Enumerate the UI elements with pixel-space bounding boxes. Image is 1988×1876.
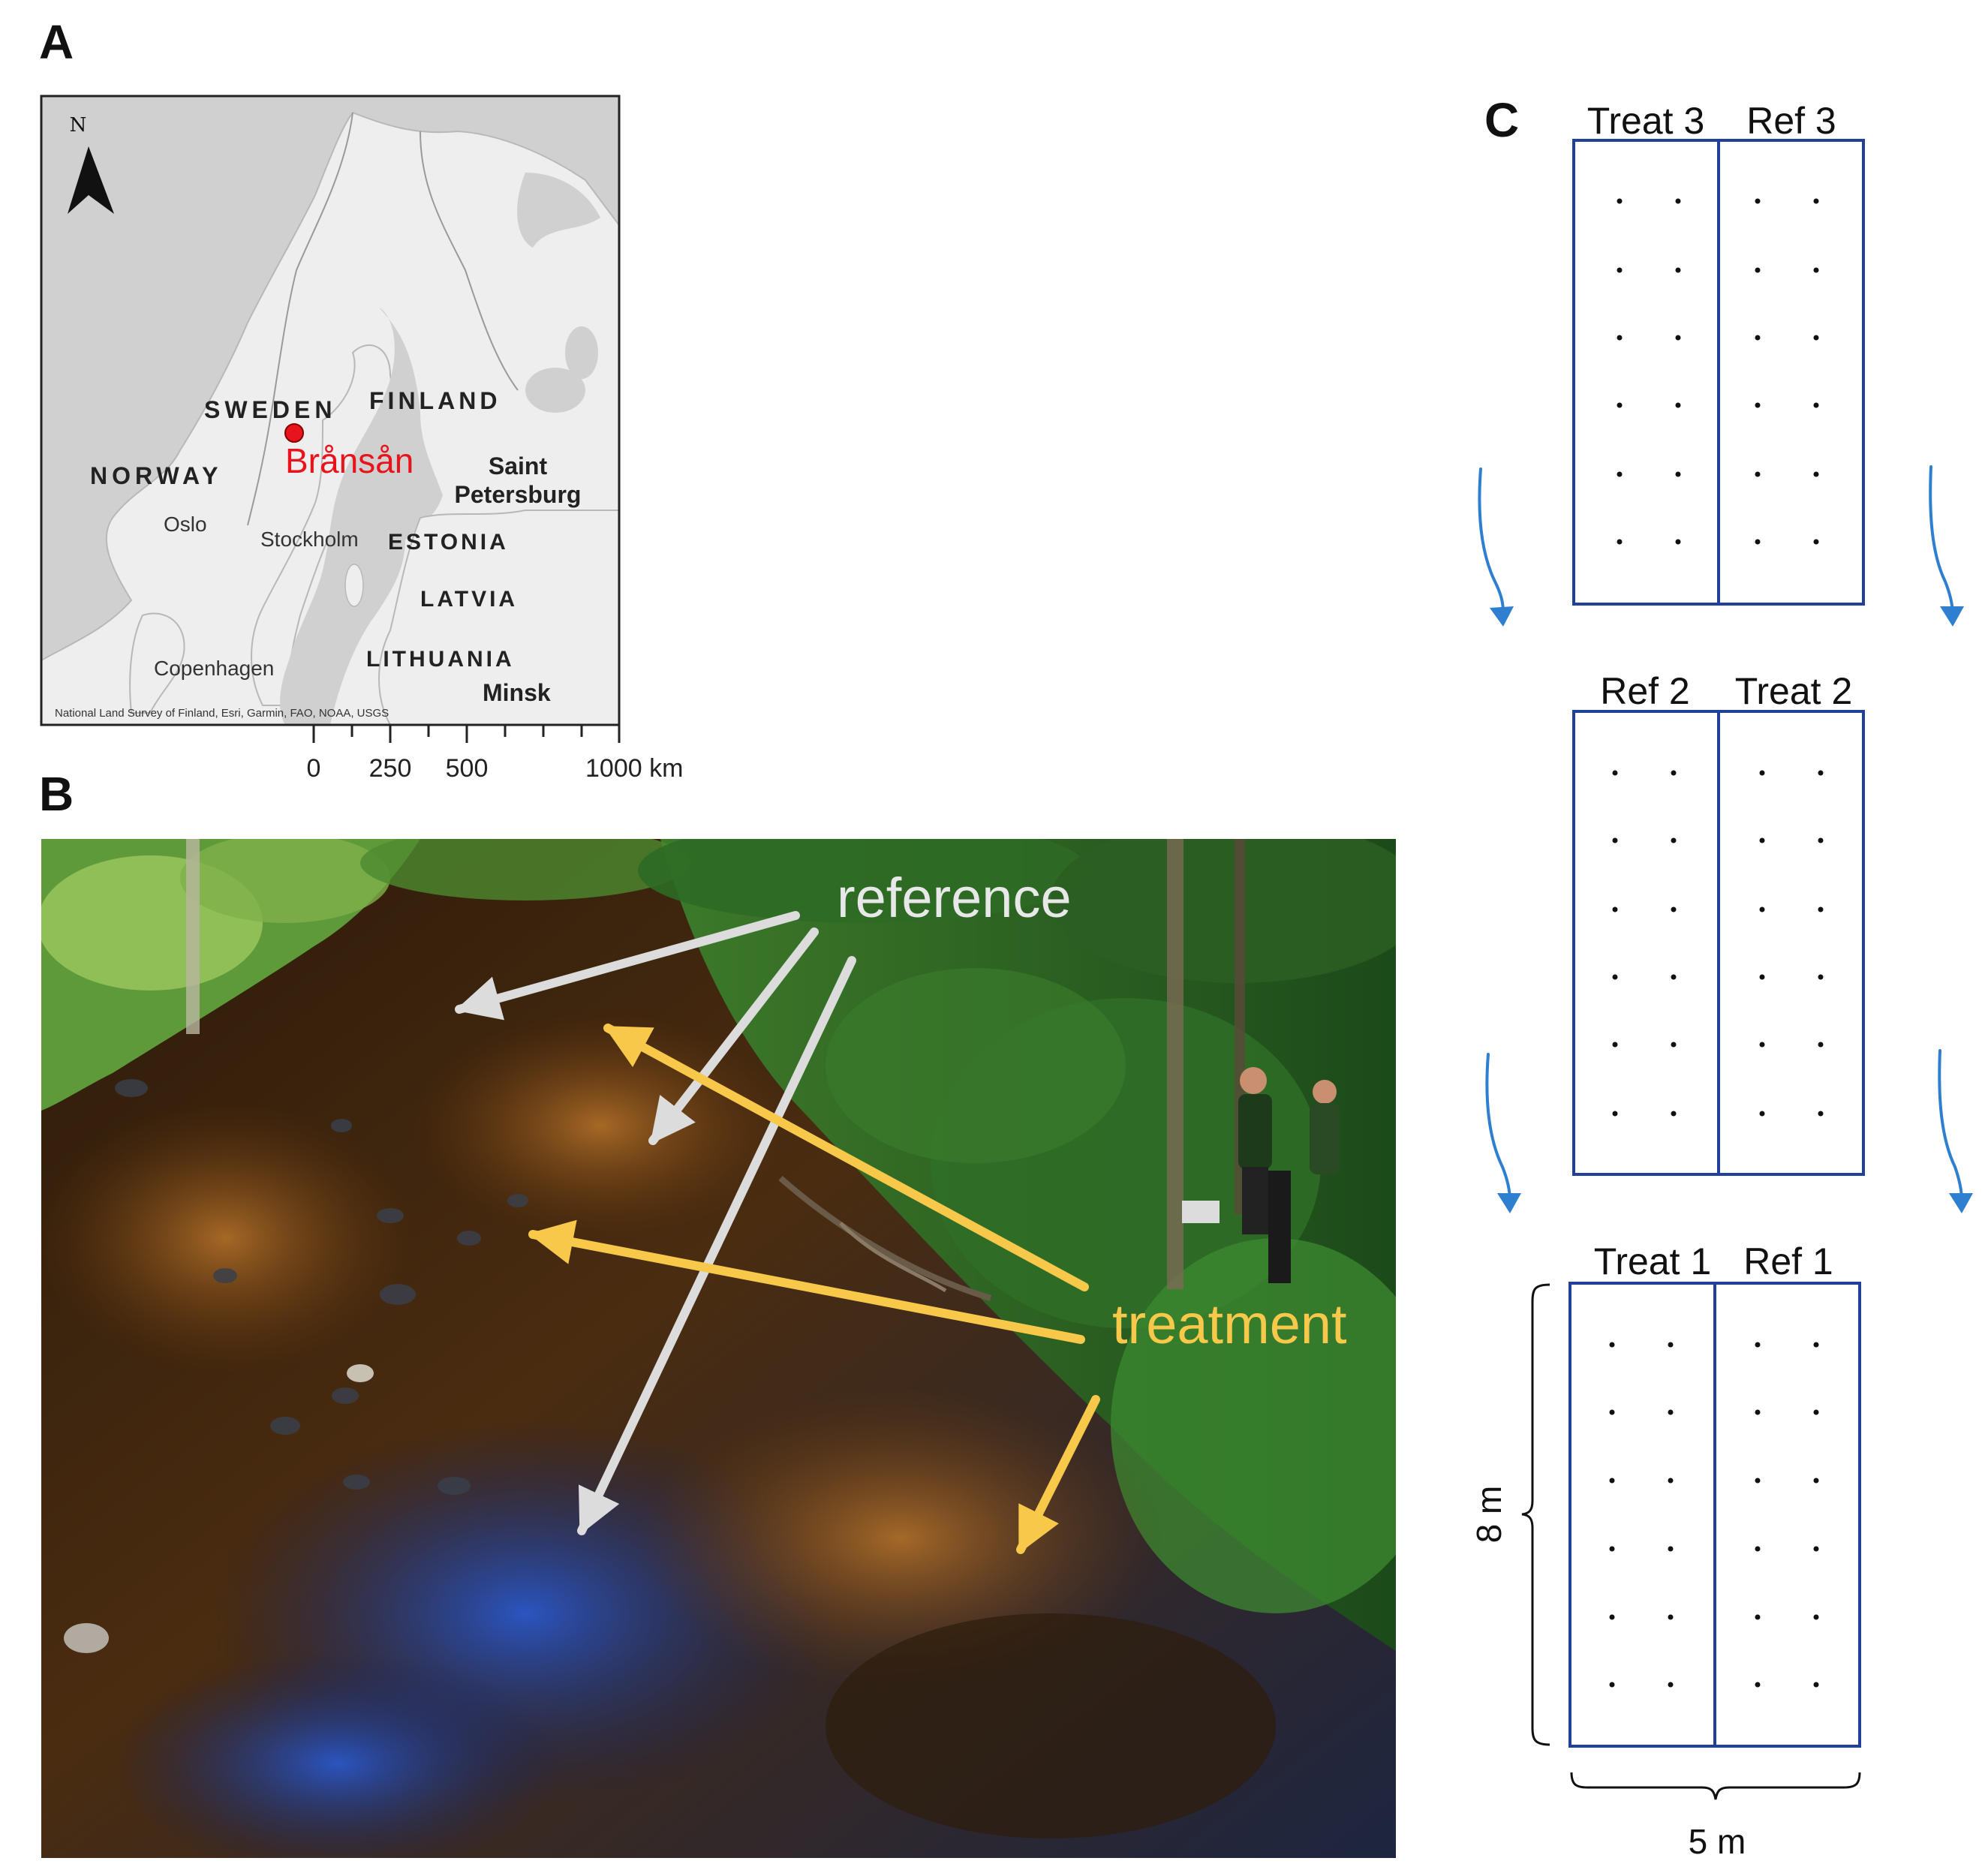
site-marker — [284, 423, 304, 443]
label-estonia: ESTONIA — [388, 530, 509, 555]
flow-arrow-icons — [1478, 465, 1963, 1202]
top-sampling-points — [1617, 198, 1819, 545]
label-lithuania: LITHUANIA — [366, 647, 515, 672]
scale-label-250: 250 — [369, 754, 412, 783]
photo-people — [1182, 1067, 1340, 1283]
label-norway: NORWAY — [90, 462, 222, 489]
map-denmark — [129, 612, 185, 714]
label-finland: FINLAND — [369, 387, 501, 414]
label-treatment: treatment — [1112, 1293, 1347, 1355]
scale-label-1000: 1000 km — [585, 754, 683, 783]
height-brace — [1521, 1283, 1550, 1746]
north-label: N — [70, 114, 87, 137]
label-minsk: Minsk — [483, 679, 551, 706]
reference-arrows — [455, 911, 856, 1535]
scale-bar — [312, 723, 621, 743]
scale-label-0: 0 — [307, 754, 321, 783]
design-panel: Treat 3 Ref 3 Ref 2 Treat 2 Treat 1 Ref … — [1469, 100, 1973, 1861]
bottom-sampling-points — [1609, 1342, 1819, 1688]
stream-photo: reference treatment — [41, 839, 1396, 1858]
label-latvia: LATVIA — [420, 587, 518, 612]
map-panel: N SWEDEN FINLAND NORWAY Brånsån Saint Pe… — [40, 95, 683, 783]
bottom-left-label: Treat 1 — [1594, 1240, 1712, 1282]
map-baltics — [378, 510, 619, 725]
panel-label-b: B — [39, 767, 74, 821]
middle-sampling-points — [1612, 770, 1824, 1117]
north-arrow-icon-right — [89, 146, 114, 214]
map-gulf-of-bothnia — [280, 308, 443, 725]
label-site: Brånsån — [285, 441, 414, 480]
map-gotland — [344, 564, 364, 607]
map-attribution: National Land Survey of Finland, Esri, G… — [55, 707, 389, 720]
top-left-label: Treat 3 — [1587, 100, 1705, 142]
middle-right-label: Treat 2 — [1735, 670, 1853, 712]
label-petersburg: Petersburg — [455, 481, 582, 508]
map-lake-ladoga — [525, 368, 585, 413]
panel-label-a: A — [39, 15, 74, 69]
width-brace — [1570, 1772, 1861, 1800]
middle-left-label: Ref 2 — [1600, 670, 1690, 712]
height-label: 8 m — [1469, 1486, 1508, 1544]
panel-label-c: C — [1484, 93, 1519, 147]
label-reference: reference — [837, 867, 1072, 929]
treatment-arrows — [528, 1024, 1100, 1554]
flow-arrowheads — [1490, 606, 1973, 1213]
label-copenhagen: Copenhagen — [154, 657, 274, 680]
map-white-sea — [517, 173, 600, 248]
scale-label-500: 500 — [446, 754, 489, 783]
north-arrow-icon — [68, 146, 89, 214]
bottom-right-label: Ref 1 — [1743, 1240, 1833, 1282]
label-stockholm: Stockholm — [260, 528, 359, 551]
label-sweden: SWEDEN — [204, 396, 336, 423]
label-oslo: Oslo — [164, 513, 207, 536]
top-right-label: Ref 3 — [1746, 100, 1836, 142]
map-lake-onega — [565, 326, 598, 379]
width-label: 5 m — [1689, 1822, 1746, 1861]
label-saint: Saint — [489, 452, 548, 480]
